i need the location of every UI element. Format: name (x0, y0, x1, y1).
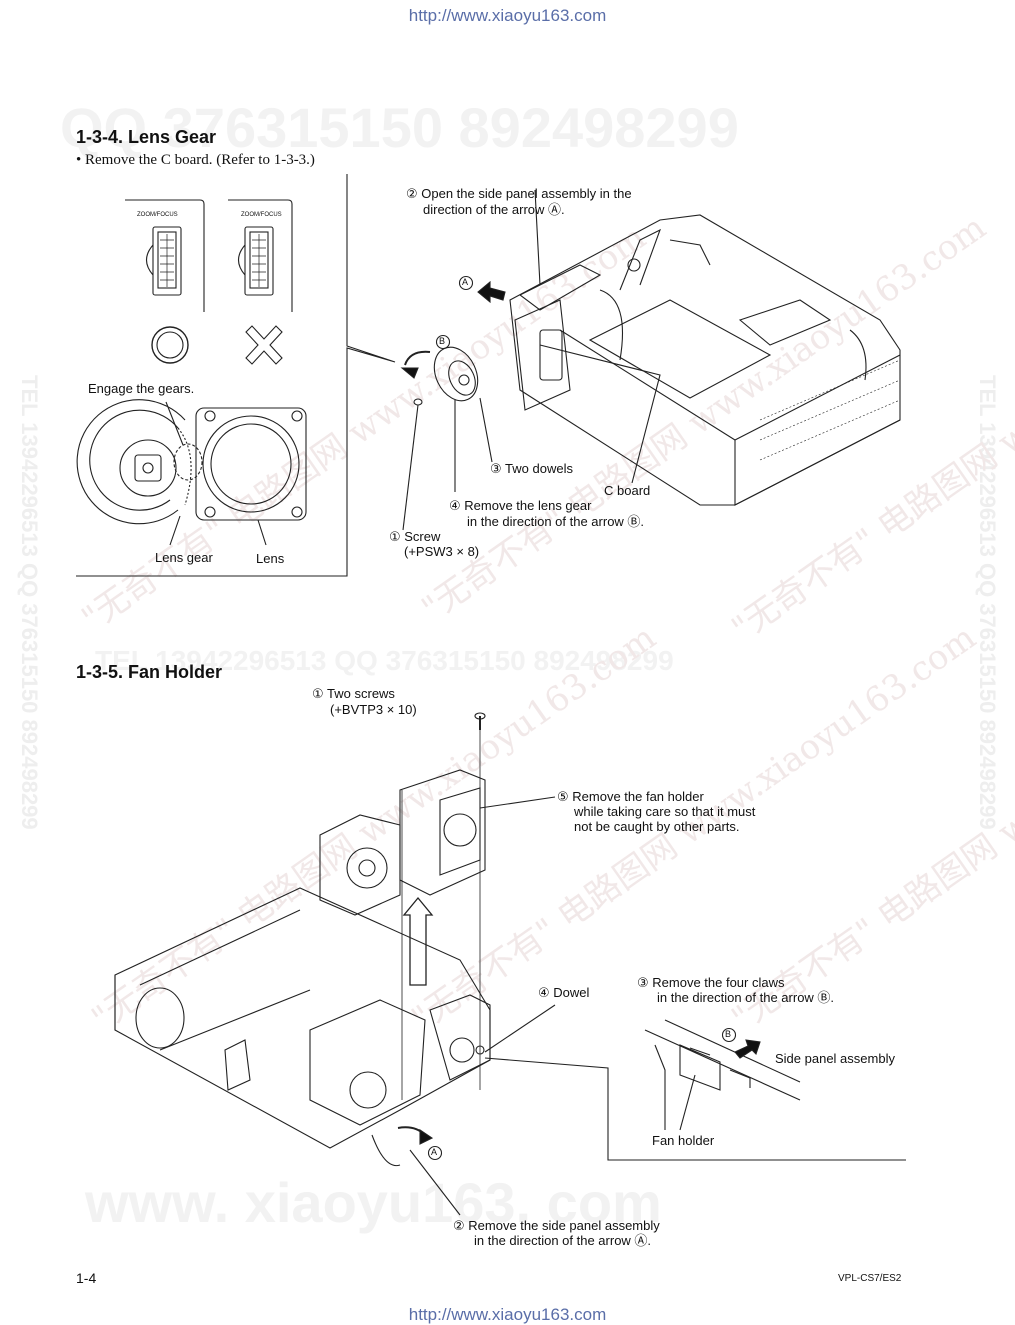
step3-remove-claws: ③ Remove the four claws (637, 975, 785, 990)
side-panel-inset (644, 1019, 801, 1130)
projector-body-top (509, 214, 901, 506)
projector-body-bottom (114, 887, 491, 1149)
step3-two-dowels: ③ Two dowels (490, 461, 573, 476)
bottom-url[interactable]: http://www.xiaoyu163.com (408, 1305, 607, 1324)
engage-gears-label: Engage the gears. (88, 381, 195, 396)
watermark-qq-mid: TEL 13942296513 QQ 376315150 892498299 (95, 645, 674, 676)
step2-direction-2: in the direction of the arrow Ⓐ. (474, 1233, 652, 1248)
lens-label: Lens (256, 551, 285, 566)
zoom-panel-right (228, 199, 293, 312)
step5-line2: while taking care so that it must (574, 804, 756, 819)
zoom-panel-left (125, 199, 205, 312)
mark-a-bottom: A (431, 1147, 438, 1157)
c-board-label: C board (604, 483, 651, 498)
c-board (588, 299, 772, 399)
fan-holder-label: Fan holder (652, 1133, 715, 1148)
step2-open-side-panel: ② Open the side panel assembly in the (406, 186, 632, 201)
lens-gear-part (433, 346, 479, 402)
step4-dowel: ④ Dowel (538, 985, 590, 1000)
connector-right (244, 226, 274, 296)
section1-bullet: • Remove the C board. (Refer to 1-3-3.) (76, 152, 315, 168)
step2-direction: direction of the arrow Ⓐ. (423, 202, 565, 217)
zoom-focus-label-right: ZOOM/FOCUS (241, 212, 282, 218)
inset-frame-lines (76, 174, 396, 577)
step1-screw: ① Screw (389, 529, 441, 544)
zoom-focus-label-left: ZOOM/FOCUS (137, 212, 178, 218)
arrow-a-icon (477, 280, 506, 304)
arrow-b-inset-icon (734, 1039, 761, 1059)
top-url[interactable]: http://www.xiaoyu163.com (408, 6, 607, 25)
section2-heading: 1-3-5. Fan Holder (76, 662, 223, 682)
page-number: 1-4 (76, 1270, 97, 1286)
step1-screw-spec: (+PSW3 × 8) (404, 544, 480, 559)
lens-body (195, 407, 307, 521)
gear-mesh-circle (173, 443, 203, 481)
step2-remove-side-panel: ② Remove the side panel assembly (453, 1218, 660, 1233)
model-number: VPL-CS7/ES2 (838, 1273, 902, 1284)
arrow-b-icon (400, 367, 419, 379)
step1-screw-spec-2: (+BVTP3 × 10) (330, 702, 417, 717)
step4-remove-lens-gear: ④ Remove the lens gear (449, 498, 592, 513)
guide-lines (401, 722, 481, 1100)
watermark-qq-top: QQ 376315150 892498299 (60, 96, 739, 159)
section1-heading: 1-3-4. Lens Gear (76, 127, 217, 147)
cross-ng-icon (245, 325, 283, 365)
lens-gear-label: Lens gear (155, 550, 213, 565)
mark-a: A (462, 277, 469, 287)
step5-line3: not be caught by other parts. (574, 819, 740, 834)
side-panel-assembly-label: Side panel assembly (775, 1051, 895, 1066)
step1-two-screws: ① Two screws (312, 686, 395, 701)
watermark-site-bottom: www. xiaoyu163. com (85, 1171, 662, 1234)
mark-a-circle-bottom (427, 1145, 443, 1161)
mark-a-circle (458, 275, 474, 291)
mark-b-inset: B (725, 1029, 732, 1039)
lens-gear-arc (76, 399, 186, 525)
connector-left (152, 226, 182, 296)
step3-direction: in the direction of the arrow Ⓑ. (657, 990, 835, 1005)
inset-frame-bottom (484, 1004, 906, 1161)
circle-ok-icon (151, 326, 189, 364)
fan-holder-left (319, 814, 401, 916)
mark-b-circle (435, 334, 451, 350)
step5-remove-fan-holder: ⑤ Remove the fan holder (557, 789, 704, 804)
fan-holder-right (399, 769, 486, 896)
step4-direction: in the direction of the arrow Ⓑ. (467, 514, 645, 529)
mark-b: B (439, 336, 446, 346)
